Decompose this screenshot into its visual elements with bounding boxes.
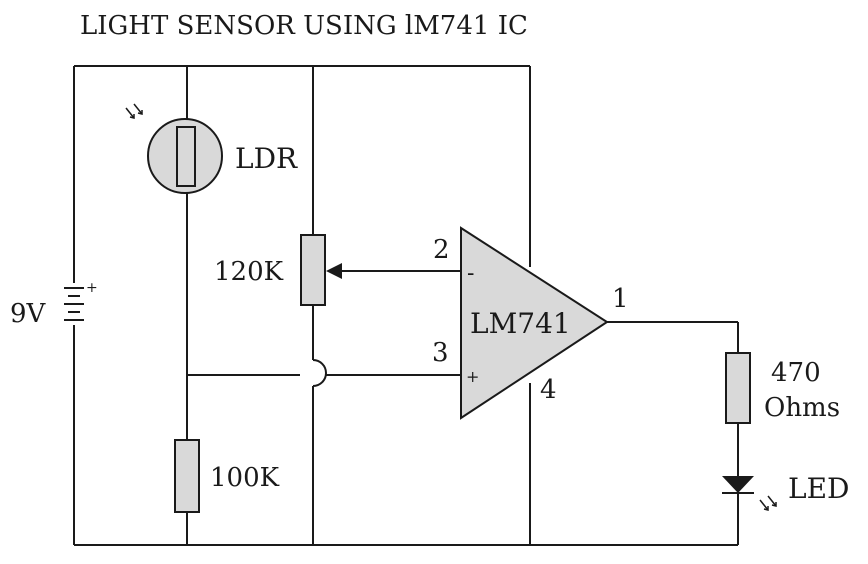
potentiometer-label: 120K (214, 257, 284, 287)
pin-3-label: 3 (432, 338, 449, 368)
pin-2-label: 2 (433, 235, 450, 265)
ldr-component (147, 118, 223, 194)
battery-plus-sign: + (86, 280, 98, 296)
opamp-minus-sign: - (467, 261, 474, 286)
wires (73, 65, 739, 546)
lm741-opamp (460, 226, 609, 420)
ldr-label: LDR (235, 142, 298, 175)
opamp-label: LM741 (470, 307, 571, 340)
pin-4-label: 4 (540, 375, 557, 405)
resistor-470-value: 470 (771, 358, 821, 388)
potentiometer-component (300, 234, 342, 306)
resistor-100k-label: 100K (210, 463, 280, 493)
battery-label: 9V (10, 299, 47, 329)
resistor-100k (174, 439, 200, 513)
diagram-title: LIGHT SENSOR USING lM741 IC (80, 11, 528, 41)
resistor-470-unit: Ohms (764, 393, 840, 423)
pin-1-label: 1 (612, 284, 629, 314)
opamp-plus-sign: + (466, 367, 479, 386)
led-light-arrows-icon (759, 495, 777, 511)
ldr-light-arrows-icon (125, 103, 143, 119)
led-component (722, 476, 754, 494)
battery-symbol: + (64, 280, 98, 321)
resistor-470 (725, 352, 751, 424)
led-label: LED (788, 472, 849, 505)
